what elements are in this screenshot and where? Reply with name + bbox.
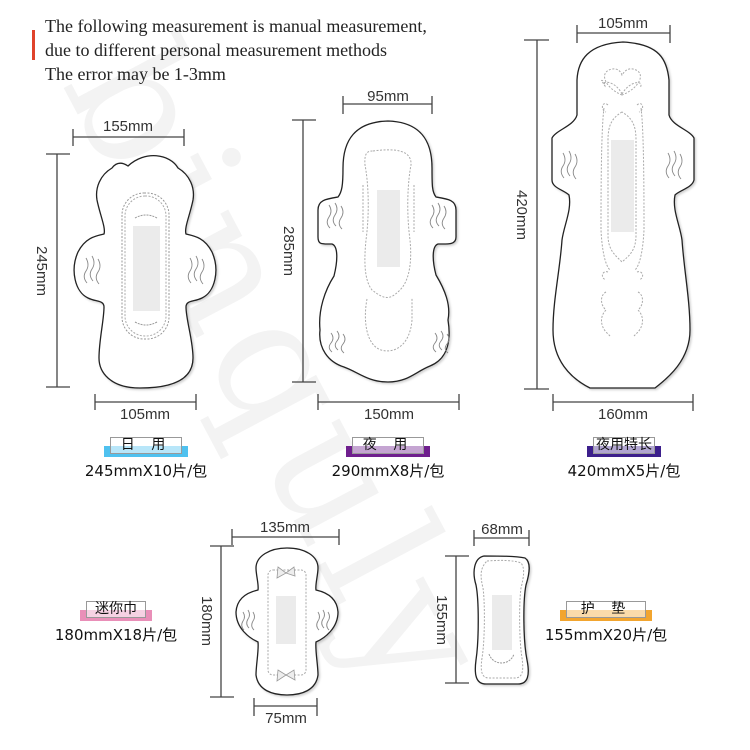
mini-spec: 180mmX18片/包 (54, 626, 178, 644)
daily-badge: 日 用 (103, 437, 189, 457)
night-dimension-lines (292, 96, 460, 410)
extra-long-pad-illustration (551, 41, 695, 389)
measurement-note: The following measurement is manual meas… (45, 14, 427, 86)
daily-pad-illustration (73, 154, 217, 389)
mini-top-width: 135mm (260, 519, 310, 536)
liner-illustration (473, 555, 530, 685)
liner-label: 护 垫 155mmX20片/包 (526, 600, 686, 645)
liner-height: 155mm (433, 595, 450, 645)
mini-badge: 迷你巾 (80, 601, 152, 621)
night-label: 夜 用 290mmX8片/包 (308, 436, 468, 481)
mini-bottom-width: 75mm (265, 710, 307, 727)
night-height: 285mm (280, 226, 297, 276)
extra-long-bottom-width: 160mm (598, 406, 648, 423)
note-line-2: due to different personal measurement me… (45, 40, 388, 60)
daily-label: 日 用 245mmX10片/包 (66, 436, 226, 481)
liner-badge-text: 护 垫 (565, 601, 647, 618)
extra-long-height: 420mm (513, 190, 530, 240)
night-badge-text: 夜 用 (351, 437, 425, 454)
note-line-3: The error may be 1-3mm (45, 64, 226, 84)
mini-height: 180mm (198, 596, 215, 646)
daily-spec: 245mmX10片/包 (84, 462, 208, 480)
extra-long-label: 夜用特长 420mmX5片/包 (544, 436, 704, 481)
night-bottom-width: 150mm (364, 406, 414, 423)
liner-dimension-lines (445, 530, 530, 684)
daily-badge-text: 日 用 (109, 437, 183, 454)
extra-long-dimension-lines (524, 25, 694, 411)
note-line-1: The following measurement is manual meas… (45, 16, 427, 36)
extra-long-badge: 夜用特长 (587, 437, 661, 457)
liner-spec: 155mmX20片/包 (544, 626, 668, 644)
night-pad-illustration (317, 120, 457, 383)
liner-top-width: 68mm (481, 521, 523, 538)
daily-bottom-width: 105mm (120, 406, 170, 423)
daily-dimension-lines (46, 129, 197, 410)
accent-bar (32, 30, 35, 60)
mini-dimension-lines (210, 529, 340, 716)
mini-label: 迷你巾 180mmX18片/包 (36, 600, 196, 645)
daily-top-width: 155mm (103, 118, 153, 135)
extra-long-badge-text: 夜用特长 (593, 437, 655, 454)
night-top-width: 95mm (367, 88, 409, 105)
night-spec: 290mmX8片/包 (331, 462, 445, 480)
mini-badge-text: 迷你巾 (86, 601, 146, 618)
liner-badge: 护 垫 (559, 601, 653, 621)
mini-pad-illustration (235, 547, 339, 696)
daily-height: 245mm (33, 246, 50, 296)
night-badge: 夜 用 (345, 437, 431, 457)
extra-long-top-width: 105mm (598, 15, 648, 32)
extra-long-spec: 420mmX5片/包 (567, 462, 681, 480)
